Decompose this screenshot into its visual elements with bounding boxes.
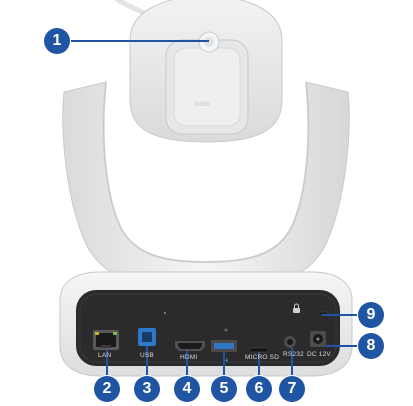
- rear-panel: [76, 290, 340, 366]
- callout-8: 8: [358, 333, 384, 359]
- rs232-label: RS232: [283, 351, 304, 358]
- usb-label: USB: [140, 352, 154, 359]
- callout-9: 9: [358, 302, 384, 328]
- callout-lines: [70, 40, 358, 376]
- hdmi-label: HDMI: [180, 354, 198, 361]
- micro-sd-slot: [249, 347, 269, 353]
- lock-icon: [293, 308, 300, 313]
- dc-label: DC 12V: [307, 351, 331, 358]
- callout-2: 2: [94, 376, 120, 402]
- callout-7: 7: [279, 376, 305, 402]
- svg-text:AVER: AVER: [194, 102, 211, 108]
- callout-1: 1: [44, 28, 70, 54]
- svg-text:↳: ↳: [222, 354, 230, 364]
- callout-5: 5: [211, 376, 237, 402]
- lan-label: LAN: [98, 352, 112, 359]
- callout-4: 4: [174, 376, 200, 402]
- callout-3: 3: [134, 376, 160, 402]
- callout-6: 6: [246, 376, 272, 402]
- micro-sd-label: MICRO SD: [245, 354, 280, 361]
